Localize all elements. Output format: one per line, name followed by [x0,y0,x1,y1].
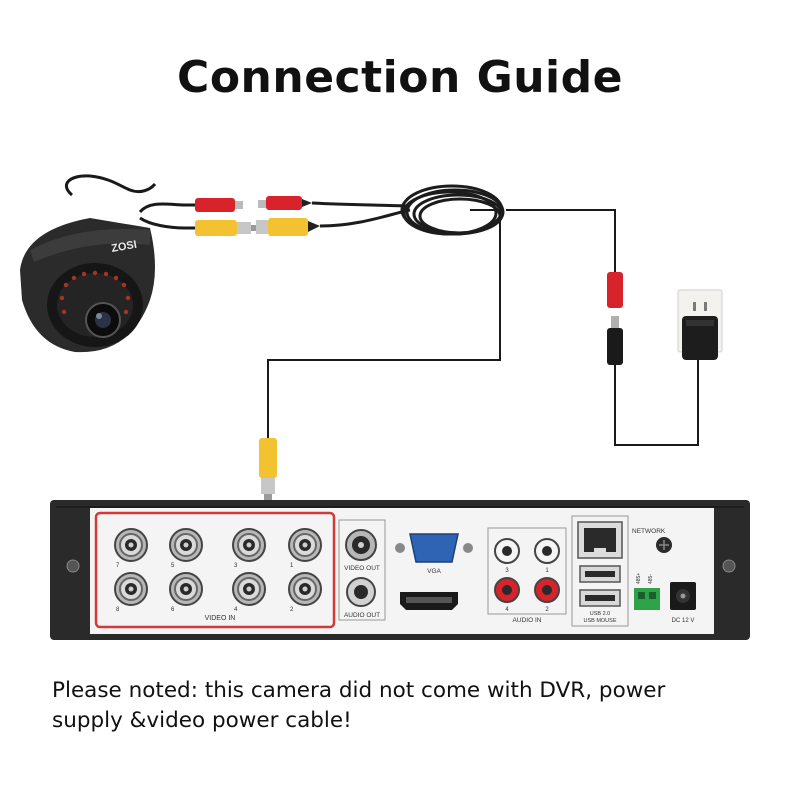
bnc-port-label-8: 8 [116,607,120,613]
usb-port-top[interactable] [579,565,621,583]
audio-in-port-1[interactable] [534,538,560,564]
dvr-body [50,500,750,640]
ground-screw [656,537,672,553]
audio-in-port-label-2: 2 [545,607,549,613]
audio-in-port-4[interactable] [494,577,520,603]
bnc-video-in-port-2[interactable] [288,572,322,606]
usb-label: USB 2.0 [590,611,610,617]
video-in-label: VIDEO IN [205,615,236,622]
usb-port-bottom[interactable] [579,589,621,607]
audio-out-port[interactable] [346,577,376,607]
audio-in-label: AUDIO IN [513,617,542,624]
dc-label: DC 12 V [672,618,695,624]
audio-out-label: AUDIO OUT [344,612,380,619]
bnc-video-in-port-4[interactable] [232,572,266,606]
usb-mouse-label: USB MOUSE [583,618,616,624]
audio-in-port-label-3: 3 [505,568,509,574]
power-cable-wire [506,209,699,446]
rs485-minus-label: 485- [648,574,654,584]
dome-camera [20,218,155,353]
audio-in-port-3[interactable] [494,538,520,564]
bnc-video-in-port-7[interactable] [114,528,148,562]
power-adapter [682,316,718,360]
vga-port[interactable] [395,533,473,563]
bnc-video-in-port-5[interactable] [169,528,203,562]
video-in-ports: 7 5 3 1 8 6 4 2 [114,528,322,613]
coiled-extension-cable [311,184,505,236]
extension-power-plug [258,196,312,210]
audio-in-port-2[interactable] [534,577,560,603]
disclaimer-line-2: supply &video power cable! [52,708,352,733]
dc-power-port[interactable] [670,582,696,610]
disclaimer-line-1: Please noted: this camera did not come w… [52,678,666,703]
camera-video-connector [195,220,257,236]
bnc-port-label-2: 2 [290,607,294,613]
rs485-terminal[interactable] [634,588,660,610]
bnc-video-in-port-3[interactable] [232,528,266,562]
page-title: Connection Guide [177,52,623,103]
hdmi-port[interactable] [400,592,458,610]
video-out-group [338,519,386,621]
bnc-port-label-4: 4 [234,607,238,613]
audio-in-port-label-1: 1 [545,568,549,574]
network-usb-group [571,515,629,627]
bnc-video-in-port-1[interactable] [288,528,322,562]
rs485-plus-label: 485+ [636,573,642,584]
bnc-port-label-1: 1 [290,563,294,569]
video-bnc-to-dvr [259,438,277,500]
bnc-video-in-port-6[interactable] [169,572,203,606]
audio-in-port-label-4: 4 [505,607,509,613]
network-label: NETWORK [632,528,666,535]
bnc-video-in-port-8[interactable] [114,572,148,606]
camera-cable [65,174,195,230]
camera-brand-label: ZOSI [110,239,137,255]
bnc-port-label-5: 5 [171,563,175,569]
network-port[interactable] [577,521,623,559]
video-out-port[interactable] [345,529,377,561]
power-supply-female-plug [607,272,623,308]
video-out-label: VIDEO OUT [344,565,380,572]
video-cable-wire [267,209,501,440]
camera-power-connector [195,198,243,212]
vga-label: VGA [427,568,441,575]
bnc-port-label-7: 7 [116,563,120,569]
bnc-port-label-6: 6 [171,607,175,613]
bnc-port-label-3: 3 [234,563,238,569]
extension-video-bnc [256,218,320,236]
audio-in-group [487,527,567,615]
power-supply-male-plug [607,316,623,365]
video-in-highlight [94,511,336,629]
disclaimer-note: Please noted: this camera did not come w… [52,676,772,736]
